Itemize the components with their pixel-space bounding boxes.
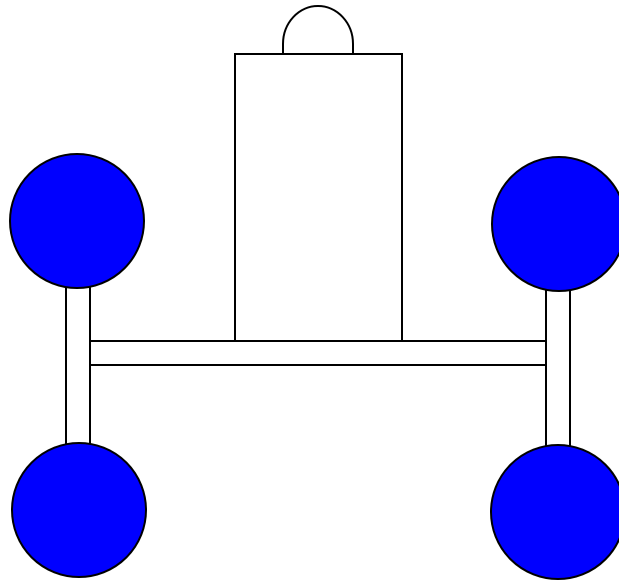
wheel-bottom-left (12, 443, 146, 577)
body-rectangle (235, 54, 402, 342)
left-strut (66, 282, 90, 452)
wheel-top-left (10, 154, 144, 288)
axle-bar (90, 341, 546, 365)
wheel-top-right (492, 157, 619, 291)
dome-shape (283, 6, 353, 53)
wheel-bottom-right (491, 445, 619, 579)
right-strut (546, 282, 570, 452)
